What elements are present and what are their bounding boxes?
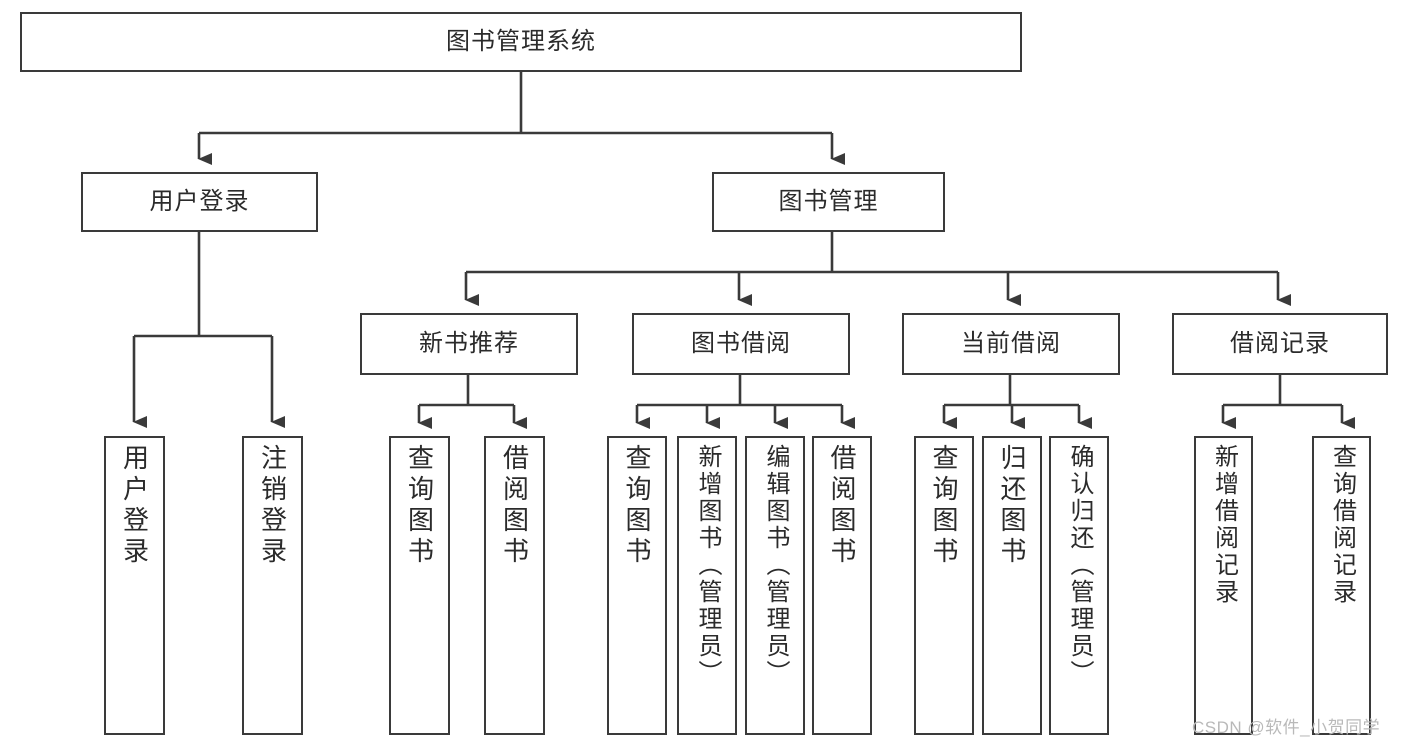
leaf-query-record[interactable]: 查询借阅记录 bbox=[1312, 436, 1371, 735]
node-user-login[interactable]: 用户登录 bbox=[81, 172, 318, 232]
node-current-borrow[interactable]: 当前借阅 bbox=[902, 313, 1120, 375]
node-book-manage[interactable]: 图书管理 bbox=[712, 172, 945, 232]
leaf-return-book-label: 归还图书 bbox=[997, 444, 1027, 568]
node-book-manage-label: 图书管理 bbox=[778, 187, 879, 215]
node-borrow-record-label: 借阅记录 bbox=[1230, 329, 1330, 357]
node-book-borrow[interactable]: 图书借阅 bbox=[632, 313, 850, 375]
leaf-add-book[interactable]: 新增图书（管理员） bbox=[677, 436, 737, 735]
leaf-logout-label: 注销登录 bbox=[257, 444, 288, 568]
leaf-borrow-book-1[interactable]: 借阅图书 bbox=[484, 436, 545, 735]
leaf-borrow-book-2[interactable]: 借阅图书 bbox=[812, 436, 872, 735]
leaf-user-login-label: 用户登录 bbox=[119, 444, 150, 568]
node-root[interactable]: 图书管理系统 bbox=[20, 12, 1022, 72]
leaf-borrow-book-1-label: 借阅图书 bbox=[499, 444, 530, 568]
node-borrow-record[interactable]: 借阅记录 bbox=[1172, 313, 1388, 375]
leaf-query-book-1-label: 查询图书 bbox=[404, 444, 435, 568]
leaf-add-book-label: 新增图书（管理员） bbox=[694, 444, 721, 687]
leaf-query-book-2[interactable]: 查询图书 bbox=[607, 436, 667, 735]
leaf-edit-book[interactable]: 编辑图书（管理员） bbox=[745, 436, 805, 735]
node-current-borrow-label: 当前借阅 bbox=[961, 329, 1061, 357]
node-new-book-recommend[interactable]: 新书推荐 bbox=[360, 313, 578, 375]
node-user-login-label: 用户登录 bbox=[149, 187, 250, 215]
leaf-query-book-1[interactable]: 查询图书 bbox=[389, 436, 450, 735]
leaf-query-record-label: 查询借阅记录 bbox=[1328, 444, 1356, 606]
leaf-confirm-return[interactable]: 确认归还（管理员） bbox=[1049, 436, 1109, 735]
node-book-borrow-label: 图书借阅 bbox=[691, 329, 791, 357]
leaf-logout[interactable]: 注销登录 bbox=[242, 436, 303, 735]
leaf-query-book-2-label: 查询图书 bbox=[622, 444, 652, 568]
leaf-user-login[interactable]: 用户登录 bbox=[104, 436, 165, 735]
leaf-query-book-3[interactable]: 查询图书 bbox=[914, 436, 974, 735]
leaf-query-book-3-label: 查询图书 bbox=[929, 444, 959, 568]
leaf-borrow-book-2-label: 借阅图书 bbox=[827, 444, 857, 568]
leaf-confirm-return-label: 确认归还（管理员） bbox=[1066, 444, 1093, 687]
node-new-book-recommend-label: 新书推荐 bbox=[419, 329, 519, 357]
watermark-text: CSDN @软件_小贺同学 bbox=[1192, 718, 1381, 737]
leaf-edit-book-label: 编辑图书（管理员） bbox=[762, 444, 789, 687]
leaf-add-record-label: 新增借阅记录 bbox=[1210, 444, 1238, 606]
node-root-label: 图书管理系统 bbox=[446, 27, 596, 55]
leaf-return-book[interactable]: 归还图书 bbox=[982, 436, 1042, 735]
leaf-add-record[interactable]: 新增借阅记录 bbox=[1194, 436, 1253, 735]
